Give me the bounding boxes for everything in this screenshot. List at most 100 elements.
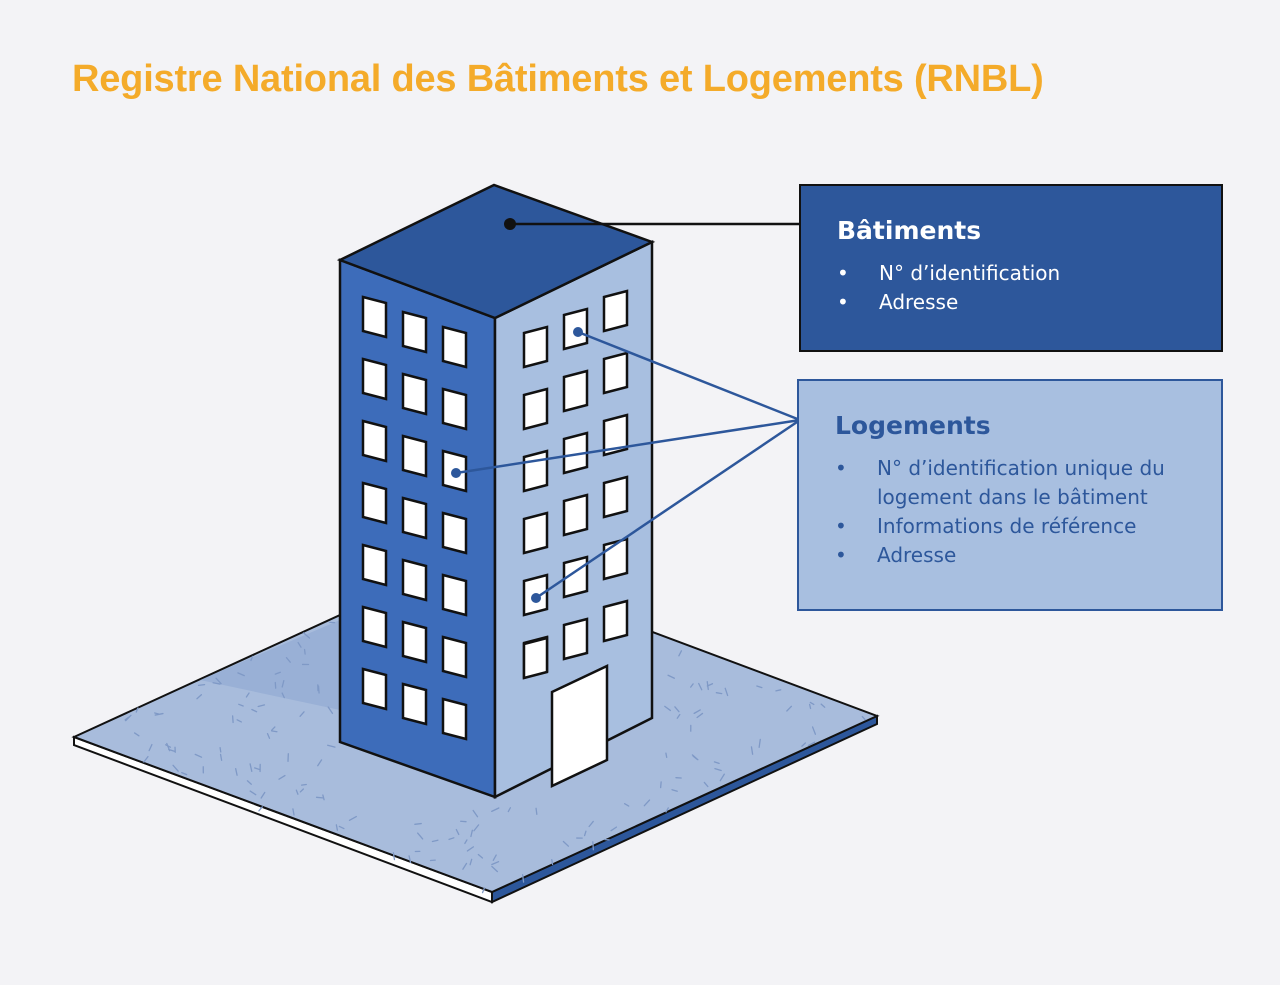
ground-texture-stroke	[551, 858, 554, 866]
ground-texture-stroke	[143, 755, 149, 763]
ground-texture-stroke	[775, 689, 782, 692]
ground-texture-stroke	[674, 706, 680, 713]
front-windows	[361, 295, 468, 741]
ground-texture-stroke	[215, 677, 222, 685]
ground-texture-stroke	[678, 650, 683, 657]
ground-texture-stroke	[135, 707, 139, 713]
connector-lines	[451, 218, 801, 603]
ground-texture-stroke	[811, 726, 817, 735]
window	[441, 635, 468, 679]
window	[602, 475, 629, 519]
ground-texture-stroke	[238, 703, 244, 707]
ground-texture-stroke	[299, 711, 305, 717]
ground-texture-stroke	[322, 794, 325, 801]
ground-texture-stroke	[250, 655, 254, 662]
ground-texture-stroke	[249, 763, 253, 773]
ground-texture-stroke	[219, 746, 222, 753]
ground-texture-stroke	[696, 712, 704, 719]
building-door	[550, 664, 609, 788]
ground-texture-stroke	[698, 682, 703, 691]
ground-texture-stroke	[297, 641, 302, 648]
ground-texture-stroke	[491, 861, 500, 866]
building-roof	[336, 183, 656, 320]
ground-texture-stroke	[693, 709, 701, 715]
batiments-item-adresse: Adresse	[837, 288, 1185, 317]
ground-texture-stroke	[281, 692, 285, 699]
ground-texture-stroke	[196, 694, 203, 700]
window	[361, 605, 388, 649]
logement-connector-line-1	[577, 330, 801, 422]
ground-texture-stroke	[583, 830, 587, 837]
ground-texture-stroke	[270, 730, 278, 733]
ground-texture-stroke	[464, 839, 468, 845]
window	[401, 496, 428, 540]
window	[602, 351, 629, 395]
logement-connector-dot-2	[451, 468, 461, 478]
ground-texture-stroke	[317, 685, 320, 694]
logements-item-id: N° d’identification unique du logement d…	[835, 454, 1185, 512]
ground-texture-stroke	[758, 738, 761, 748]
ground-texture-stroke	[507, 807, 512, 813]
ground-texture-stroke	[274, 671, 281, 675]
ground-texture-stroke	[492, 854, 497, 861]
ground-texture-stroke	[414, 822, 422, 825]
window	[562, 493, 589, 537]
logements-box: Logements N° d’identification unique du …	[797, 379, 1223, 611]
ground-texture-stroke	[470, 829, 474, 838]
logement-connector-line-2	[455, 418, 801, 475]
ground-texture-stroke	[165, 744, 172, 748]
window	[441, 387, 468, 431]
window	[602, 413, 629, 457]
ground-texture-stroke	[257, 704, 266, 708]
window	[401, 558, 428, 602]
ground-texture-stroke	[715, 692, 723, 695]
ground-texture-stroke	[260, 791, 266, 799]
ground-texture-stroke	[692, 755, 698, 760]
window	[602, 289, 629, 333]
ground-texture-stroke	[481, 887, 486, 894]
ground-texture-stroke	[249, 790, 257, 796]
ground-texture-stroke	[448, 837, 455, 841]
ground-texture-stroke	[212, 682, 221, 685]
ground-texture-stroke	[667, 674, 676, 679]
window	[562, 431, 589, 475]
ground-texture-stroke	[271, 726, 276, 731]
window	[522, 387, 549, 431]
batiments-item-id: N° d’identification	[837, 259, 1185, 288]
ground-texture-stroke	[562, 840, 570, 847]
ground-texture-stroke	[706, 683, 714, 687]
building	[336, 183, 656, 800]
ground-texture-stroke	[154, 712, 160, 715]
logements-item-reference: Informations de référence	[835, 512, 1185, 541]
window	[361, 357, 388, 401]
ground-texture-stroke	[168, 748, 176, 753]
ground-texture-stroke	[703, 781, 709, 788]
ground-texture-stroke	[623, 803, 630, 807]
window	[522, 449, 549, 493]
ground-texture-stroke	[258, 806, 263, 812]
ground-texture-stroke	[477, 853, 484, 859]
ground-texture-stroke	[246, 780, 252, 785]
ground-texture-stroke	[750, 746, 754, 755]
ground-texture-stroke	[473, 824, 480, 832]
ground-texture-stroke	[491, 865, 499, 873]
window	[361, 481, 388, 525]
batiments-list: N° d’identification Adresse	[837, 259, 1185, 317]
ground-texture-stroke	[235, 768, 238, 776]
ground-texture-stroke	[266, 733, 271, 739]
ground-texture-stroke	[521, 874, 525, 883]
logements-item-adresse: Adresse	[835, 541, 1185, 570]
window	[441, 325, 468, 369]
ground-texture-stroke	[303, 648, 306, 655]
window	[562, 369, 589, 413]
ground-texture-stroke	[491, 807, 500, 813]
ground-texture-stroke	[281, 679, 285, 688]
window	[401, 310, 428, 354]
ground-texture-stroke	[148, 743, 153, 752]
window	[401, 682, 428, 726]
ground-texture-stroke	[659, 781, 662, 789]
ground-texture-stroke	[236, 719, 242, 723]
ground-texture-stroke	[327, 744, 336, 748]
ground-texture-stroke	[197, 683, 206, 687]
ground-texture-stroke	[245, 692, 250, 698]
